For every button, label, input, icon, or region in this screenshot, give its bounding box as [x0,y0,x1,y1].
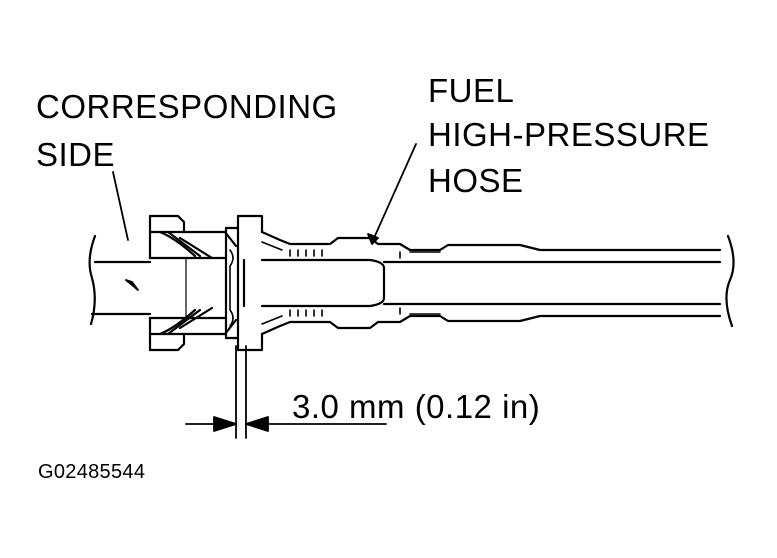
fuel-hose-label-line1: FUEL [428,72,515,109]
corresponding-side-label-line1: CORRESPONDING [36,88,338,125]
hose-fitting [242,230,722,336]
leader-lines [112,143,417,291]
dimension-markers [185,345,387,439]
high-pressure-hose-tube [725,234,735,328]
dimension-label: 3.0 mm (0.12 in) [292,388,541,425]
fuel-hose-label-line2: HIGH-PRESSURE [428,116,710,153]
corresponding-side-label-line2: SIDE [36,136,116,173]
quick-connector-body [148,214,238,352]
corresponding-side-pipe [88,234,152,326]
figure-code: G02485544 [38,461,146,483]
fuel-hose-label-line3: HOSE [428,162,524,199]
